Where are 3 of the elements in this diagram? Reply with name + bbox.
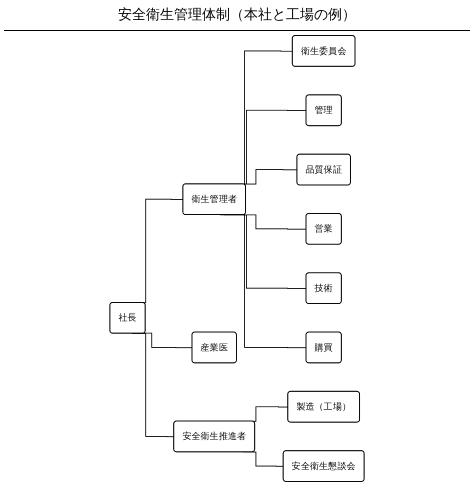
- diagram-title: 安全衛生管理体制（本社と工場の例）: [4, 0, 470, 31]
- connector: [242, 169, 298, 185]
- connector: [144, 332, 193, 348]
